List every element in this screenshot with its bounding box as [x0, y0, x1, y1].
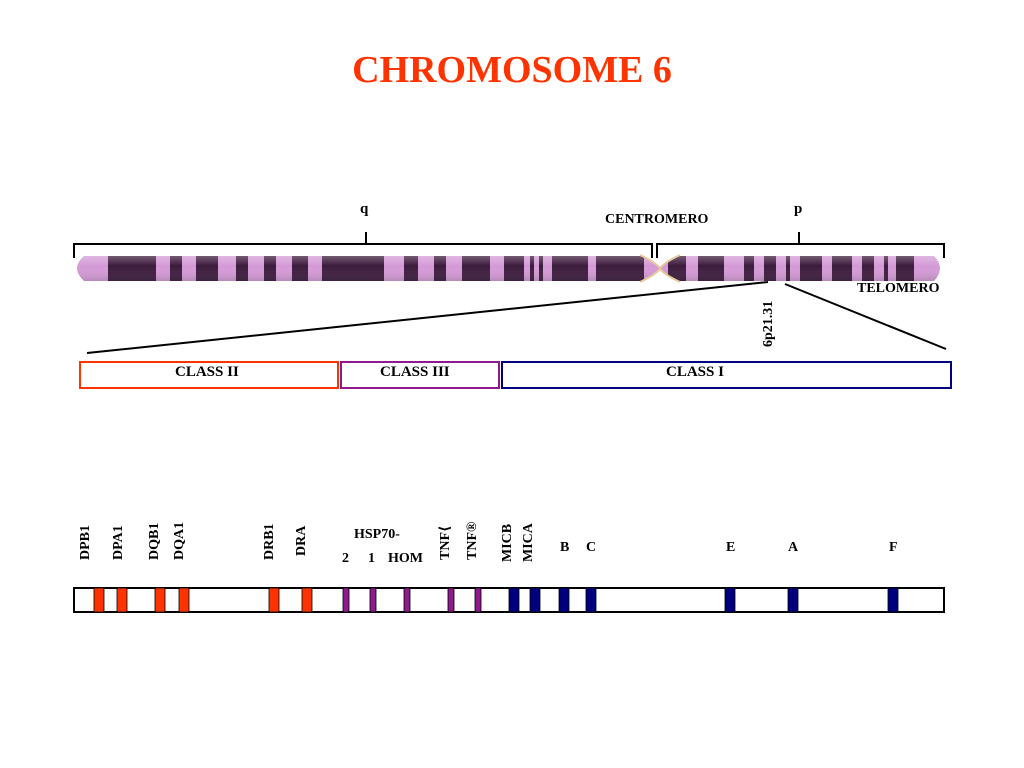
gene-label-hsp70-1: 1: [368, 551, 375, 566]
gene-label-hsp70: HSP70-: [354, 527, 400, 542]
p-arm-bracket: [656, 243, 945, 258]
f-mark: [887, 587, 899, 613]
chromosome-body: [77, 256, 940, 281]
class-iii-gene-marks: [342, 587, 482, 613]
gene-label-a: A: [788, 540, 799, 555]
gene-label-mica: MICA: [521, 523, 536, 562]
q-arm-label: q: [360, 201, 369, 217]
dpb1-mark: [93, 587, 105, 613]
micb-mark: [508, 587, 520, 613]
hsp70-hom-mark: [403, 587, 411, 613]
hsp70-1-mark: [369, 587, 377, 613]
tnf-a-mark: [447, 587, 455, 613]
class-i-box: CLASS I: [501, 361, 952, 389]
page-title: CHROMOSOME 6: [352, 49, 672, 91]
class-i-gene-marks: [508, 587, 899, 613]
dra-mark: [301, 587, 313, 613]
gene-label-tnf-b: TNF®: [465, 521, 480, 560]
gene-label-drb1: DRB1: [262, 523, 277, 560]
class-ii-gene-marks: [93, 587, 313, 613]
class-iii-label: CLASS III: [380, 364, 450, 380]
class-iii-box: CLASS III: [340, 361, 500, 389]
e-mark: [724, 587, 736, 613]
drb1-mark: [268, 587, 280, 613]
b-mark: [558, 587, 570, 613]
centromere-constriction: [639, 254, 681, 283]
c-mark: [585, 587, 597, 613]
centromere-label: CENTROMERO: [605, 212, 709, 227]
gene-label-c: C: [586, 540, 597, 555]
class-ii-label: CLASS II: [175, 364, 239, 380]
gene-label-f: F: [889, 540, 898, 555]
class-i-label: CLASS I: [666, 364, 724, 380]
gene-label-tnf-a: TNF⟨: [438, 525, 453, 560]
gene-label-b: B: [560, 540, 570, 555]
dpa1-mark: [116, 587, 128, 613]
p-arm-label: p: [794, 201, 803, 217]
gene-label-e: E: [726, 540, 736, 555]
q-arm-bracket: [73, 243, 653, 258]
band-label: 6p21.31: [761, 300, 776, 347]
class-ii-box: CLASS II: [79, 361, 339, 389]
gene-label-dqa1: DQA1: [172, 521, 187, 560]
hsp70-2-mark: [342, 587, 350, 613]
gene-label-dra: DRA: [294, 525, 309, 556]
gene-label-micb: MICB: [500, 523, 515, 562]
mica-mark: [529, 587, 541, 613]
telomere-label: TELOMERO: [857, 281, 940, 296]
zoom-line-left: [86, 281, 769, 354]
gene-label-dpb1: DPB1: [78, 525, 93, 560]
a-mark: [787, 587, 799, 613]
gene-label-hsp70-2: 2: [342, 551, 349, 566]
dqa1-mark: [178, 587, 190, 613]
gene-label-dqb1: DQB1: [147, 522, 162, 560]
zoom-line-right: [784, 283, 947, 350]
tnf-b-mark: [474, 587, 482, 613]
gene-label-dpa1: DPA1: [111, 525, 126, 560]
gene-label-hsp70-hom: HOM: [388, 551, 423, 566]
dqb1-mark: [154, 587, 166, 613]
